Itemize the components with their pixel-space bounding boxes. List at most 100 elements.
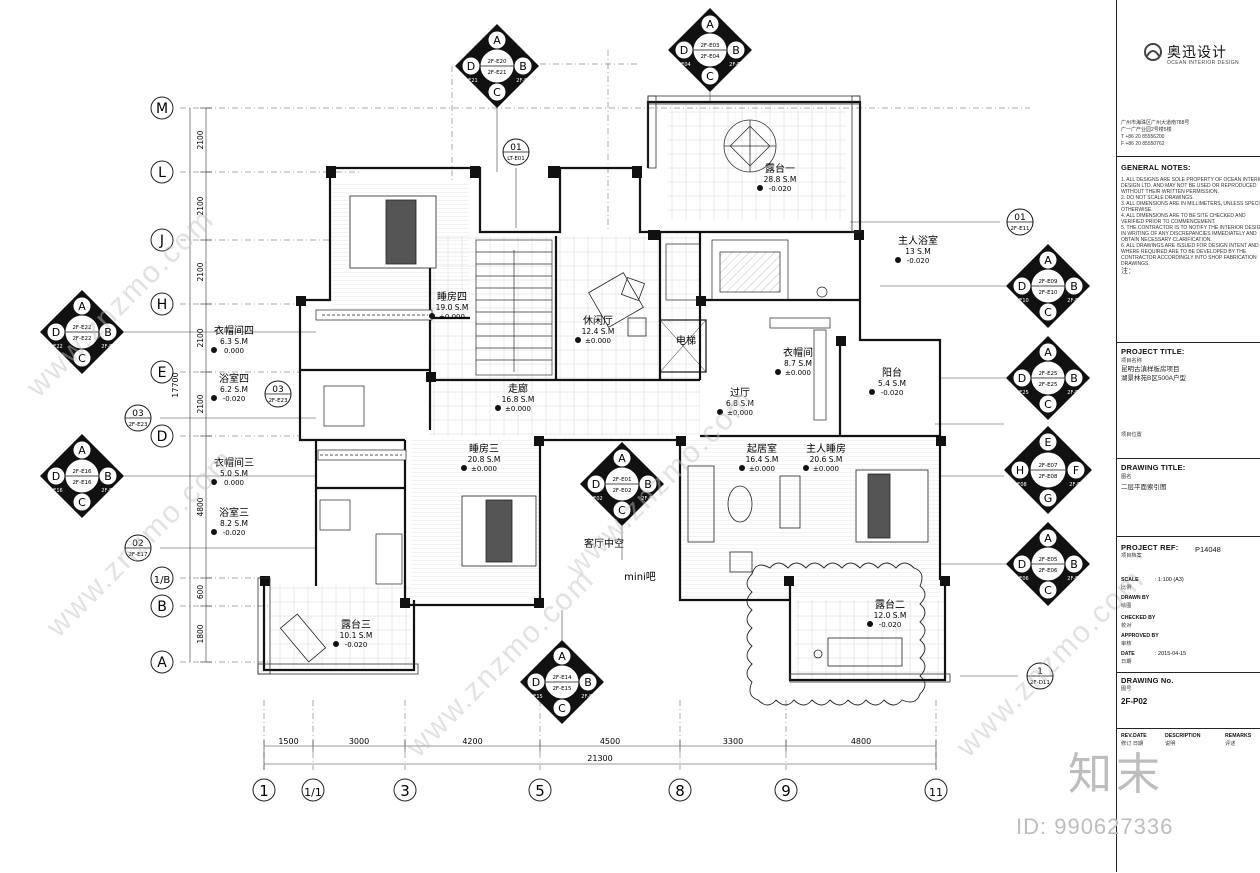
company-name-cn: 奥迅设计 <box>1167 44 1227 60</box>
room-level: ±0.000 <box>471 465 497 473</box>
section-tag: 2F-D11 <box>1030 680 1050 686</box>
octo-letter-bubble <box>1038 488 1058 508</box>
grid-col-label: 8 <box>675 782 685 800</box>
note-line: 4. ALL DIMENSIONS ARE TO BE SITE CHECKED… <box>1121 213 1246 219</box>
marker-tag-side: 2F-E04 <box>673 62 690 68</box>
grid-col-label: 11 <box>929 786 943 799</box>
room-label: 电梯 <box>676 334 696 347</box>
room-level: ±0.000 <box>505 405 531 413</box>
marker-letter-bubble <box>674 40 694 60</box>
marker-letter-bubble <box>1038 394 1058 414</box>
date-label: DATE <box>1121 651 1135 657</box>
level-marker-icon <box>211 479 217 485</box>
room-level: 0.000 <box>224 479 244 487</box>
row-dimension-value: 2100 <box>196 328 205 347</box>
grid-col-label: 1/1 <box>304 786 322 799</box>
wardrobes <box>315 309 831 461</box>
marker-tag: 2F-E01 <box>612 477 631 483</box>
room-name: 睡房四 <box>437 290 467 303</box>
room-area: 28.8 S.M <box>764 175 797 184</box>
drawing-name: 二层平面索引图 <box>1121 484 1167 491</box>
room-level: -0.020 <box>345 641 368 649</box>
marker-tag-side: 2F-E01 <box>641 496 658 502</box>
room-level: ±0.000 <box>813 465 839 473</box>
note-line: 3. ALL DIMENSIONS ARE IN MILLIMETERS, UN… <box>1121 201 1260 207</box>
level-marker-icon <box>895 257 901 263</box>
marker-letter-bubble <box>72 492 92 512</box>
marker-letter: D <box>467 60 475 73</box>
marker-letter-bubble <box>1038 302 1058 322</box>
marker-letter-bubble <box>72 440 92 460</box>
room-area: 16.8 S.M <box>502 395 535 404</box>
row-dimension-value: 4800 <box>196 497 205 516</box>
marker-letter-bubble <box>513 56 533 76</box>
marker-letter: B <box>584 676 592 689</box>
row-dimension-chain <box>189 107 212 663</box>
marker-letter: B <box>1070 280 1078 293</box>
room-name: 露台一 <box>765 162 795 175</box>
marker-tag-side: 2F-E03 <box>729 62 746 68</box>
project-ref-cn: 项目档案 <box>1121 553 1142 559</box>
project-title-section: PROJECT TITLE: 项目名称 昆明古滇样板房项目 湖景林苑B区500A… <box>1117 342 1260 438</box>
marker-letter: A <box>493 34 501 47</box>
marker-tag: 2F-E10 <box>1038 290 1058 296</box>
marker-tag: 2F-E09 <box>1038 279 1058 285</box>
revision-cloud <box>746 562 926 706</box>
col-dimension-value: 1500 <box>278 737 298 746</box>
note-line: 5. THE CONTRACTOR IS TO NOTIFY THE INTER… <box>1121 225 1260 231</box>
marker-tag-side: 2F-E25 <box>1067 390 1084 396</box>
marker-tag: 2F-E04 <box>700 54 720 60</box>
marker-letter: C <box>618 504 626 517</box>
octo-tag: 2F-E08 <box>1038 474 1058 480</box>
company-logo-icon <box>1144 43 1162 61</box>
rev-description-label: DESCRIPTION <box>1165 733 1201 739</box>
marker-tag-side: 2F-E10 <box>1011 298 1028 304</box>
row-dimension-value: 1800 <box>196 624 205 643</box>
marker-letter: B <box>519 60 527 73</box>
room-level: -0.020 <box>881 389 904 397</box>
grid-col-bubble <box>924 778 948 802</box>
level-marker-icon <box>757 185 763 191</box>
row-dimension-value: 2100 <box>196 394 205 413</box>
marker-tag: 2F-E15 <box>552 686 572 692</box>
marker-letter-bubble <box>461 56 481 76</box>
room-area: 5.0 S.M <box>220 469 248 478</box>
project-location-cn: 项目位置 <box>1121 432 1142 438</box>
grid-row-label: D <box>157 429 168 445</box>
grid-row-bubble <box>150 650 174 674</box>
room-name: 浴室三 <box>219 506 249 519</box>
grid-row-label: H <box>157 297 168 313</box>
drawing-number-cn: 图号 <box>1121 686 1132 692</box>
marker-letter-bubble <box>612 448 632 468</box>
project-title-label: PROJECT TITLE: <box>1121 347 1185 356</box>
room-name: 睡房三 <box>469 442 499 455</box>
octo-tag-side: 2F-E08 <box>1009 482 1026 488</box>
level-marker-icon <box>211 347 217 353</box>
room-name: 休闲厅 <box>583 314 613 327</box>
room-level: ±0.000 <box>785 369 811 377</box>
octo-letter-bubble <box>1038 432 1058 452</box>
grid-col-label: 1 <box>259 782 269 800</box>
room-level: -0.020 <box>223 395 246 403</box>
address-line-1: 广州市海珠区广州大道南788号 <box>1121 120 1190 126</box>
marker-letter: D <box>532 676 540 689</box>
marker-tag-side: 2F-E21 <box>460 78 477 84</box>
marker-letter-bubble <box>487 82 507 102</box>
note-line: DRAWINGS. <box>1121 261 1150 267</box>
room-area: 5.4 S.M <box>878 379 906 388</box>
row-total-dimension: 17700 <box>171 372 180 397</box>
room-area: 20.6 S.M <box>810 455 843 464</box>
row-dimension-value: 600 <box>196 585 205 600</box>
marker-letter-bubble <box>487 30 507 50</box>
octo-letter: F <box>1073 464 1079 477</box>
